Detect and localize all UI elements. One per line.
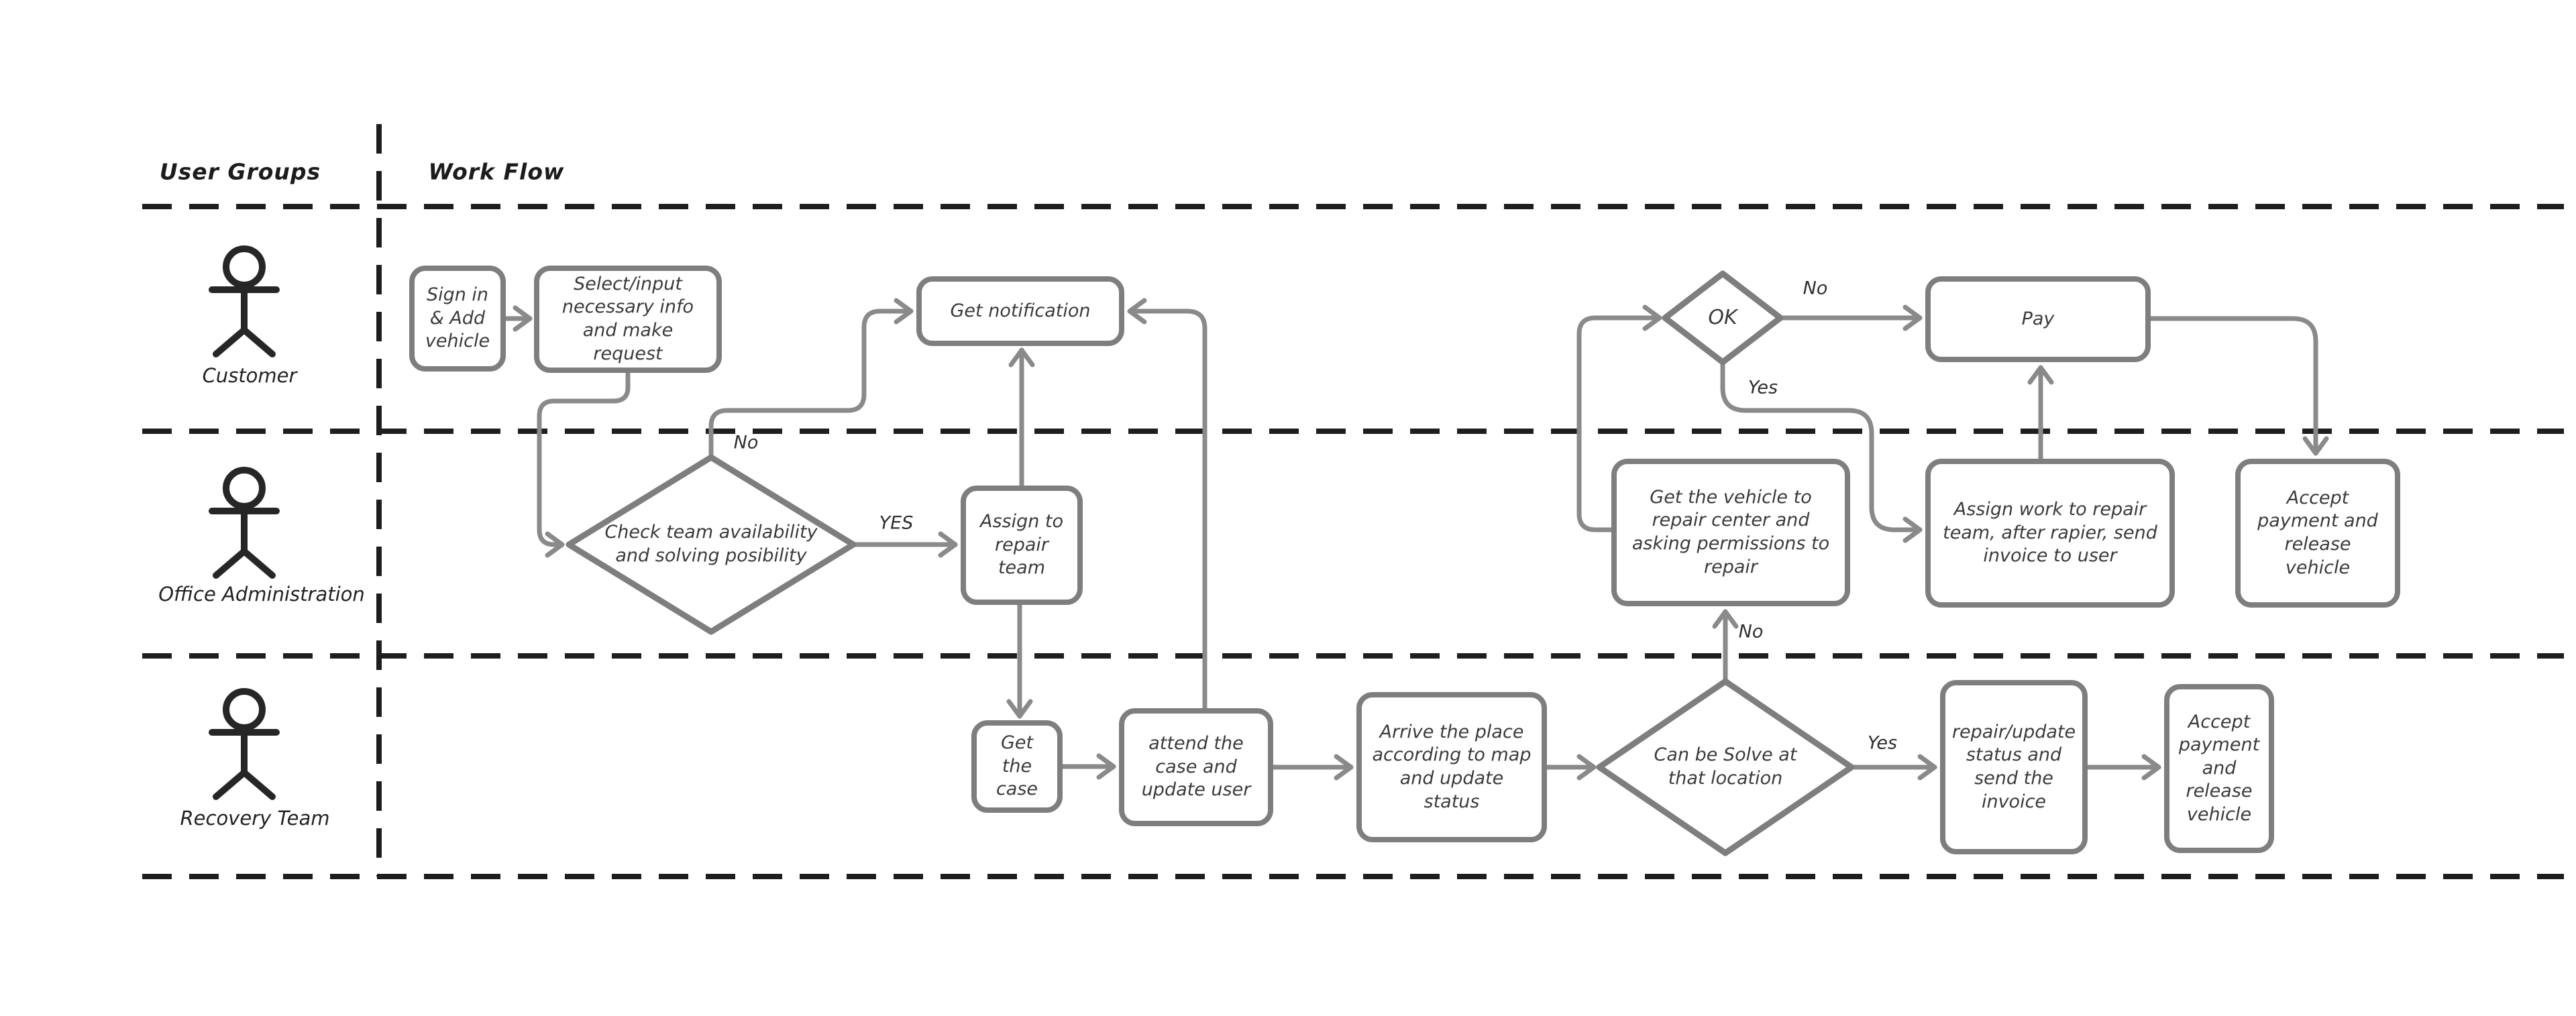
branch-label-check-yes: YES (879, 512, 914, 534)
connector-select-to-check (537, 370, 631, 558)
node-get-the-case[interactable]: Get the case (971, 720, 1063, 813)
node-get-vehicle-to-repair-center[interactable]: Get the vehicle to repair center and ask… (1611, 459, 1850, 606)
node-get-notification[interactable]: Get notification (916, 276, 1124, 346)
node-repair-update-send-invoice[interactable]: repair/update status and send the invoic… (1940, 680, 2088, 854)
node-accept-payment-release-office[interactable]: Accept payment and release vehicle (2235, 459, 2400, 608)
connector-layer (503, 298, 2329, 781)
decision-ok[interactable] (1662, 270, 1784, 365)
node-arrive-place-update-status[interactable]: Arrive the place according to map and up… (1356, 692, 1547, 842)
branch-label-ok-no: No (1803, 278, 1828, 299)
connector-getvehicle-to-ok (1576, 304, 1662, 532)
recovery-team-stick-figure-icon (209, 688, 280, 800)
connector-ok-yes-to-assignwork (1720, 359, 1923, 543)
branch-label-check-no: No (733, 432, 759, 453)
node-attend-case-update-user[interactable]: attend the case and update user (1119, 708, 1273, 826)
node-accept-payment-release-recovery[interactable]: Accept payment and release vehicle (2164, 684, 2274, 853)
branch-label-ok-yes: Yes (1748, 377, 1778, 398)
node-pay[interactable]: Pay (1925, 276, 2151, 362)
connector-pay-to-accept-office (2148, 316, 2329, 456)
branch-label-solve-no: No (1738, 621, 1764, 642)
node-assign-work-send-invoice[interactable]: Assign work to repair team, after rapier… (1925, 459, 2175, 608)
work-flow-header: Work Flow (428, 158, 565, 185)
node-sign-in-add-vehicle[interactable]: Sign in & Add vehicle (409, 266, 506, 372)
node-select-input-info[interactable]: Select/input necessary info and make req… (534, 266, 722, 373)
actor-label-office-administration: Office Administration (158, 583, 365, 606)
branch-label-solve-yes: Yes (1867, 732, 1898, 754)
actor-label-recovery-team: Recovery Team (180, 807, 330, 830)
connector-attend-to-notification (1127, 298, 1208, 711)
office-admin-stick-figure-icon (209, 467, 280, 579)
actor-label-customer: Customer (202, 364, 297, 387)
connector-check-no-to-notification (708, 298, 914, 460)
customer-stick-figure-icon (209, 245, 280, 357)
decision-check-team[interactable] (566, 454, 857, 635)
user-groups-header: User Groups (159, 158, 321, 185)
decision-can-solve[interactable] (1596, 678, 1855, 856)
lane-dividers (142, 124, 2564, 879)
node-assign-to-repair-team[interactable]: Assign to repair team (961, 486, 1083, 605)
